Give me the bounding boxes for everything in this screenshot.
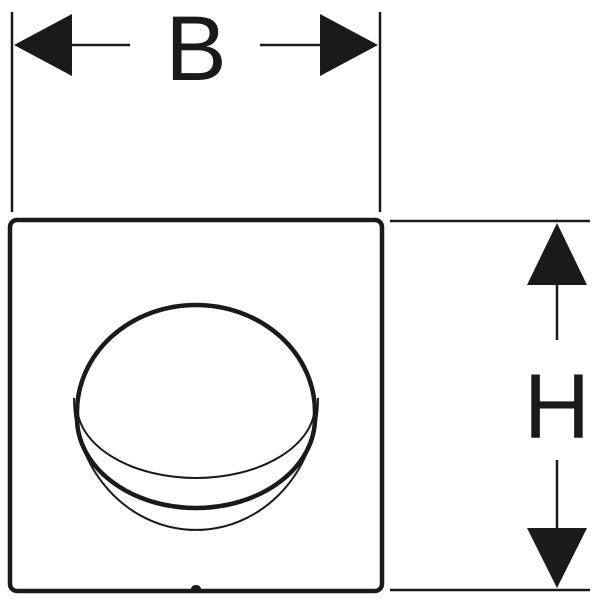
width-label: B [165,0,226,100]
plate-notch [191,585,201,593]
arrow-down-icon [527,528,587,588]
button-top-outline [74,302,318,511]
arrow-up-icon [527,223,587,285]
cover-plate-outline [7,217,385,594]
button-outer-rim [73,397,319,531]
button-inner-edge [76,404,316,479]
arrow-left-icon [14,14,72,76]
arrow-right-icon [320,14,378,76]
height-label: H [524,356,590,458]
